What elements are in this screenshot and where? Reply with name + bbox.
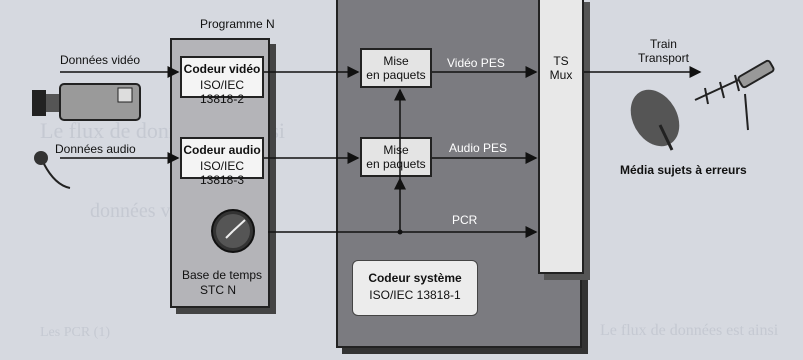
audio-packetizer-box: Mise en paquets [360, 137, 432, 177]
microphone-icon [34, 151, 71, 189]
video-packetizer-line1: Mise [383, 54, 409, 68]
video-encoder-box: Codeur vidéo ISO/IEC 13818-2 [180, 56, 264, 106]
output-label-line1: Train [650, 37, 677, 51]
output-label-line2: Transport [638, 51, 689, 65]
system-encoder-box: Codeur système ISO/IEC 13818-1 [352, 260, 478, 316]
satellite-dish-icon [630, 89, 680, 151]
audio-packetizer-line2: en paquets [366, 157, 426, 171]
clock-icon [211, 209, 255, 253]
video-packetizer-box: Mise en paquets [360, 48, 432, 88]
mux-label-line1: TS [553, 54, 569, 68]
audio-packetizer-line1: Mise [383, 143, 409, 157]
audio-input-label: Données audio [55, 142, 136, 156]
system-encoder-title: Codeur système [368, 271, 462, 285]
cable-icon [737, 59, 775, 89]
video-pes-label: Vidéo PES [447, 56, 505, 70]
video-encoder-standard: ISO/IEC 13818-2 [199, 78, 245, 106]
ts-mux-block: TS Mux [538, 0, 584, 274]
audio-encoder-box: Codeur audio ISO/IEC 13818-3 [180, 137, 264, 187]
video-packetizer-line2: en paquets [366, 68, 426, 82]
audio-pes-label: Audio PES [449, 141, 508, 155]
system-encoder-standard: ISO/IEC 13818-1 [369, 288, 461, 302]
mux-label-line2: Mux [549, 68, 573, 82]
audio-encoder-standard: ISO/IEC 13818-3 [199, 159, 245, 187]
video-input-label: Données vidéo [60, 53, 141, 67]
media-label: Média sujets à erreurs [620, 163, 747, 177]
programme-title: Programme N [200, 17, 275, 31]
video-encoder-title: Codeur vidéo [183, 62, 261, 76]
pcr-label: PCR [452, 213, 478, 227]
background-text-3: Les PCR (1) [40, 325, 110, 340]
clock-label-line1: Base de temps [182, 268, 263, 282]
pcr-junction [397, 229, 403, 235]
video-camera-icon [32, 83, 141, 121]
clock-label-line2: STC N [200, 283, 236, 297]
background-text-4: Le flux de données est ainsi [600, 322, 779, 339]
audio-encoder-title: Codeur audio [183, 143, 261, 157]
